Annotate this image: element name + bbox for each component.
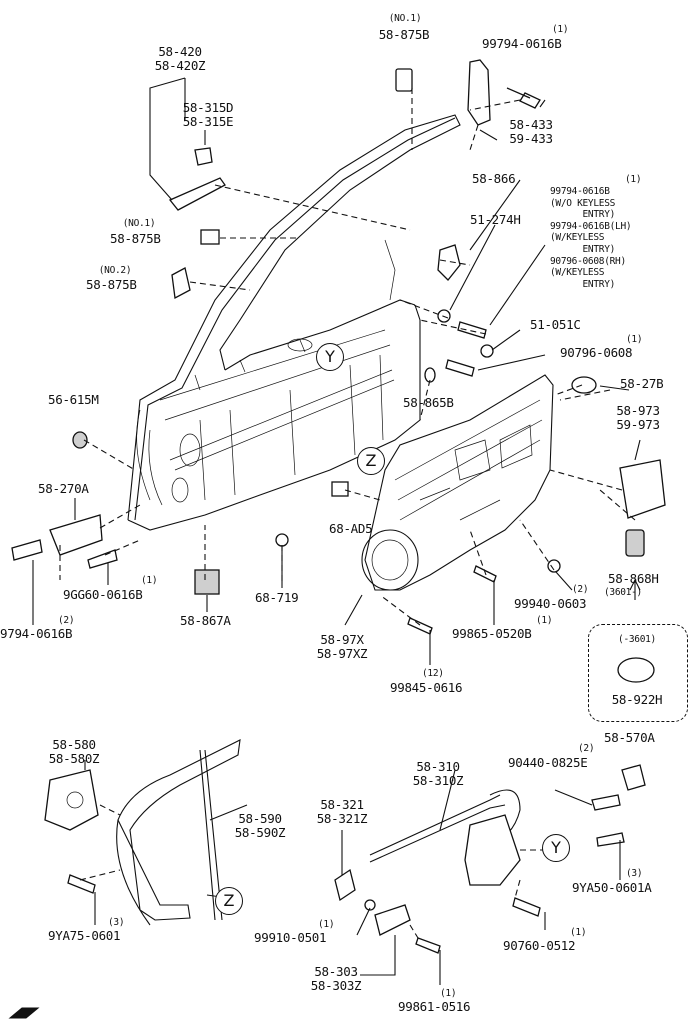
regulator-drawing: [44, 739, 248, 926]
quantity: (1): [440, 988, 457, 999]
part-number: 58-590 58-590Z: [234, 811, 286, 840]
part-number: 58-310 58-310Z: [412, 759, 464, 788]
part-number: 68-719: [255, 590, 299, 605]
part-number: 58-570A: [604, 730, 655, 745]
door-trim-drawing: [361, 374, 554, 591]
part-number: 58-875B: [86, 277, 137, 292]
reference-z-marker: Z: [215, 887, 243, 915]
leader-lines: [32, 77, 641, 665]
part-number: 9GG60-0616B: [63, 587, 143, 602]
lock-drawing: [334, 764, 646, 985]
quantity: (2): [58, 615, 75, 626]
part-number: 99940-0603: [514, 596, 587, 611]
part-note: 99794-0616B (W/O KEYLESS ENTRY) 99794-06…: [550, 186, 632, 290]
part-number: 58-580 58-580Z: [48, 737, 100, 766]
part-number: 99910-0501: [254, 930, 327, 945]
quantity: (2): [572, 584, 589, 595]
part-number: 99845-0616: [390, 680, 463, 695]
part-number: 58-868H: [608, 571, 659, 586]
part-number: 99865-0520B: [452, 626, 532, 641]
part-number: 51-051C: [530, 317, 581, 332]
quantity: (1): [318, 919, 335, 930]
quantity: (2): [578, 743, 595, 754]
quantity: (1): [141, 575, 158, 586]
part-number: 58-97X 58-97XZ: [316, 632, 368, 661]
quantity: (12): [422, 668, 444, 679]
reference-z-marker: Z: [357, 447, 385, 475]
part-number: 58-973 59-973: [616, 403, 660, 432]
quantity: (1): [626, 334, 643, 345]
part-number: 99861-0516: [398, 999, 471, 1014]
part-number: 58-315D 58-315E: [182, 100, 234, 129]
part-number: 58-875B: [378, 27, 430, 42]
reference-y-marker: Y: [542, 834, 570, 862]
label-no2: (NO.2): [98, 265, 132, 276]
part-number: 90796-0608: [560, 345, 633, 360]
part-number: 58-433 59-433: [509, 117, 553, 146]
quantity: (3): [108, 917, 125, 928]
part-number: 58-866: [472, 171, 516, 186]
quantity: (1): [625, 174, 642, 185]
part-number: 58-867A: [180, 613, 231, 628]
label-no1: (NO.1): [122, 218, 156, 229]
quantity: (1): [552, 24, 569, 35]
part-number: 58-865B: [403, 395, 454, 410]
part-number: 58-321 58-321Z: [316, 797, 368, 826]
quantity: (1): [570, 927, 587, 938]
part-number: 58-27B: [620, 376, 664, 391]
part-number: 90440-0825E: [508, 755, 588, 770]
part-number: 9YA50-0601A: [572, 880, 652, 895]
part-number: 51-274H: [470, 212, 521, 227]
part-number: 90760-0512: [503, 938, 576, 953]
range-note: (3601-): [604, 587, 642, 598]
part-number: 58-875B: [110, 231, 161, 246]
fwd-arrow-icon: [8, 1007, 40, 1019]
part-number: 68-AD5: [329, 521, 373, 536]
part-number: 99794-0616B: [482, 36, 562, 51]
quantity: (1): [536, 615, 553, 626]
range-note: (-3601): [618, 634, 656, 645]
door-frame-drawing: [127, 114, 461, 531]
part-number: 58-922H: [611, 692, 663, 707]
label-no1: (NO.1): [388, 13, 422, 24]
part-number: 56-615M: [48, 392, 99, 407]
part-number: 58-270A: [38, 481, 89, 496]
part-number: 58-303 58-303Z: [310, 964, 362, 993]
part-number: 9794-0616B: [0, 626, 73, 641]
reference-y-marker: Y: [316, 343, 344, 371]
part-number: 58-420 58-420Z: [154, 44, 206, 73]
variant-box: [588, 624, 688, 722]
quantity: (3): [626, 868, 643, 879]
part-number: 9YA75-0601: [48, 928, 121, 943]
